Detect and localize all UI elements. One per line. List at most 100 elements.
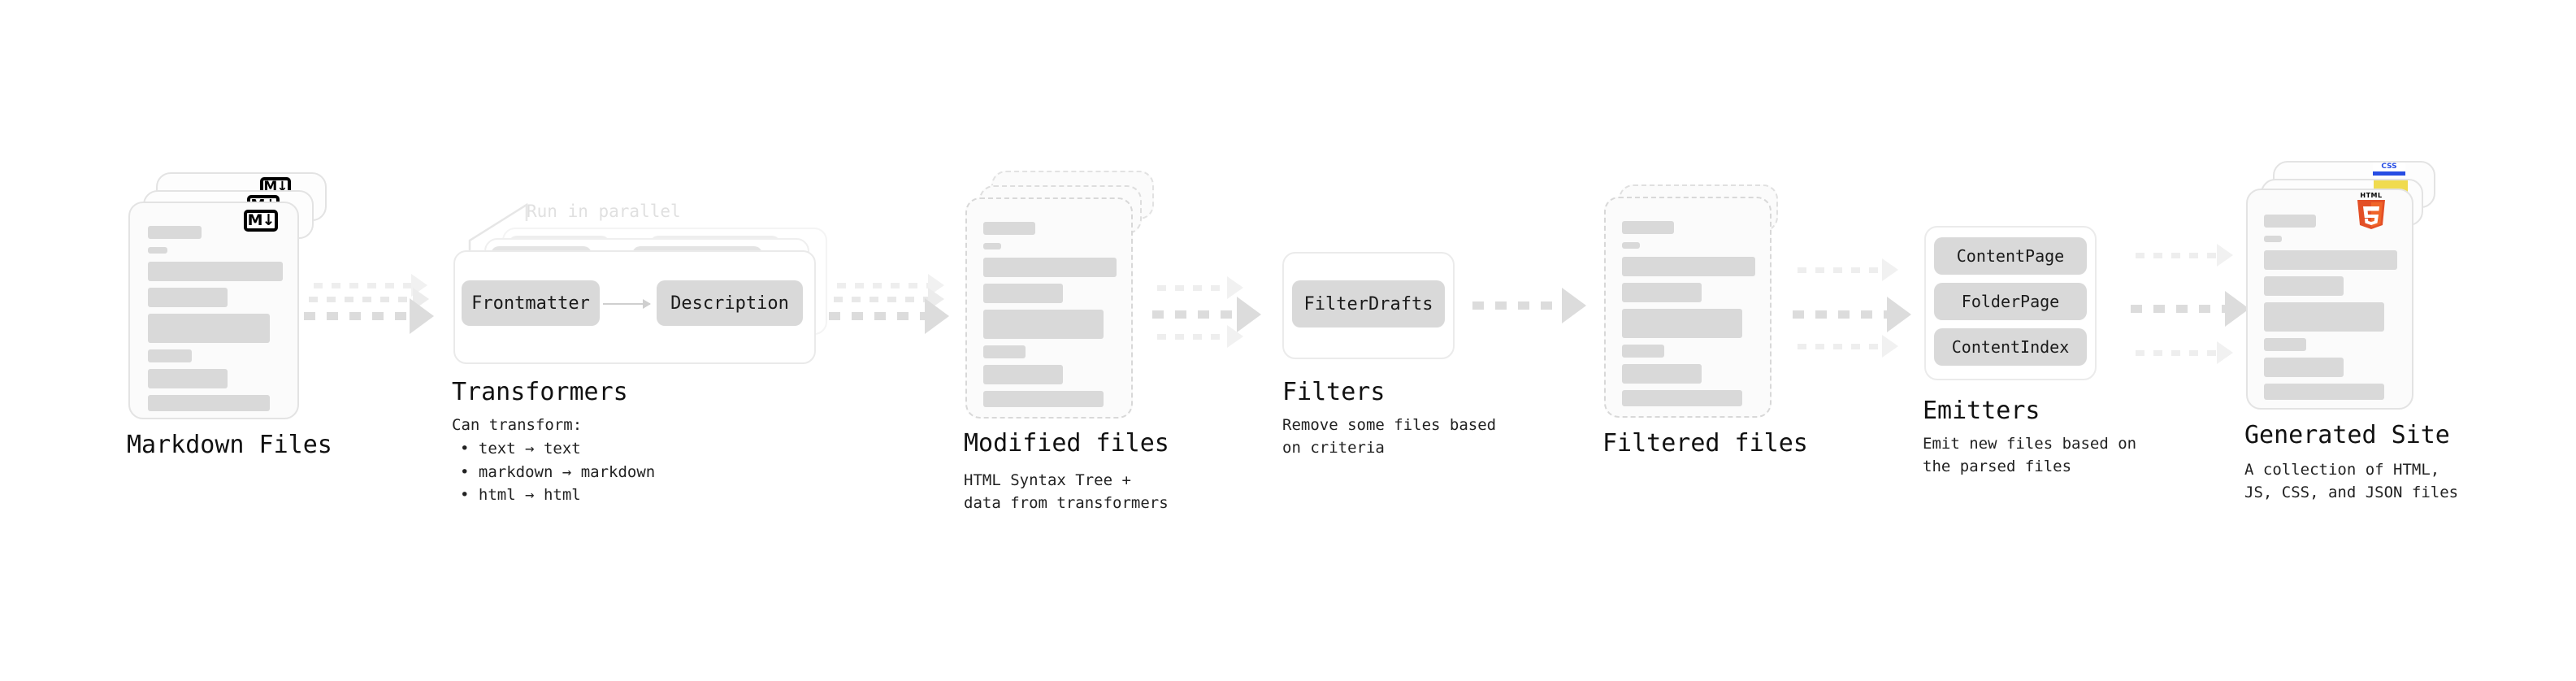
- arrow-head: [925, 298, 949, 334]
- arrow-dotted: [1798, 258, 1902, 281]
- emitter-node-contentindex[interactable]: ContentIndex: [1934, 328, 2087, 366]
- skeleton-line: [148, 369, 228, 388]
- skeleton-line: [2264, 338, 2306, 351]
- bullet-item: • markdown → markdown: [460, 462, 656, 481]
- arrow-head: [2217, 244, 2233, 267]
- stage-title-emitters: Emitters: [1923, 397, 2040, 425]
- skeleton-line: [2264, 250, 2397, 270]
- filtered-card-front: [1604, 197, 1772, 418]
- skeleton-line: [1622, 257, 1755, 276]
- markdown-card-front: [128, 202, 299, 419]
- transformer-node-label: Frontmatter: [471, 293, 590, 314]
- stage-title-transformers: Transformers: [452, 378, 628, 406]
- transformer-inner-arrow: [603, 299, 651, 309]
- skeleton-line: [983, 258, 1117, 277]
- arrow-dotted: [1157, 325, 1247, 348]
- arrow-dots: [829, 312, 925, 320]
- skeleton-line: [1622, 345, 1664, 358]
- emitter-node-label: FolderPage: [1961, 292, 2060, 311]
- arrow-dotted: [2136, 341, 2236, 364]
- emitter-node-label: ContentPage: [1956, 246, 2065, 266]
- skeleton-line: [1622, 309, 1742, 338]
- arrow-dots: [309, 296, 413, 302]
- run-in-parallel-bracket: [468, 202, 528, 258]
- skeleton-line: [148, 262, 283, 281]
- arrow-dotted: [829, 298, 954, 334]
- arrow-dots: [304, 312, 410, 320]
- stage-title-modified-files: Modified files: [964, 429, 1169, 458]
- run-in-parallel-note: Run in parallel: [527, 202, 681, 221]
- generated-card-front: [2246, 189, 2413, 410]
- arrow-dots: [837, 282, 928, 288]
- arrow-dots: [2136, 349, 2217, 356]
- arrow-dots: [1472, 301, 1562, 310]
- stage-title-generated-site: Generated Site: [2244, 421, 2450, 449]
- skeleton-subtitle: [148, 247, 167, 254]
- arrow-dotted: [1472, 288, 1591, 323]
- skeleton-line: [2264, 384, 2384, 400]
- skeleton-title: [148, 226, 202, 239]
- arrow-dots: [1152, 310, 1237, 319]
- html5-icon-label: HTML: [2360, 192, 2383, 199]
- arrow-head: [1887, 297, 1911, 332]
- skeleton-line: [1622, 364, 1702, 384]
- arrow-head: [1882, 335, 1898, 358]
- skeleton-line: [148, 395, 270, 411]
- stage-title-filtered-files: Filtered files: [1602, 429, 1808, 458]
- stage-description-transformers: Can transform:: [452, 416, 583, 434]
- modified-card-front: [965, 197, 1133, 419]
- emitter-node-label: ContentIndex: [1951, 337, 2070, 357]
- skeleton-line: [2264, 358, 2344, 377]
- filter-node-label: FilterDrafts: [1303, 293, 1433, 314]
- skeleton-subtitle: [1622, 242, 1640, 249]
- skeleton-line: [1622, 283, 1702, 302]
- arrow-dotted: [2131, 291, 2254, 327]
- skeleton-line: [983, 365, 1063, 384]
- markdown-icon: M↓: [244, 210, 278, 232]
- stage-description-generated-site: A collection of HTML, JS, CSS, and JSON …: [2244, 461, 2459, 501]
- skeleton-title: [1622, 221, 1674, 234]
- stage-title-markdown-files: Markdown Files: [127, 431, 332, 459]
- skeleton-subtitle: [983, 243, 1001, 249]
- filter-node-filterdrafts[interactable]: FilterDrafts: [1292, 280, 1445, 327]
- stage-description-modified-files: HTML Syntax Tree + data from transformer…: [964, 471, 1169, 512]
- skeleton-line: [983, 391, 1104, 407]
- skeleton-line: [983, 310, 1104, 339]
- arrow-dotted: [1798, 335, 1902, 358]
- stage-title-filters: Filters: [1282, 378, 1386, 406]
- skeleton-line: [148, 314, 270, 343]
- bullet-item: • html → html: [460, 486, 581, 504]
- arrow-dots: [1157, 284, 1227, 291]
- arrow-dots: [834, 296, 928, 302]
- transformer-node-frontmatter[interactable]: Frontmatter: [462, 280, 600, 326]
- arrow-dots: [314, 282, 411, 288]
- skeleton-line: [148, 288, 228, 307]
- arrow-head: [410, 298, 434, 334]
- arrow-head: [2225, 291, 2249, 327]
- transformer-node-description[interactable]: Description: [657, 280, 803, 326]
- css-icon: CSS: [2373, 163, 2405, 176]
- skeleton-line: [2264, 276, 2344, 296]
- skeleton-title: [2264, 215, 2316, 228]
- arrow-dotted: [2136, 244, 2236, 267]
- arrow-dots: [2131, 305, 2225, 313]
- arrow-dotted: [304, 298, 439, 334]
- arrow-head: [2217, 341, 2233, 364]
- stage-description-emitters: Emit new files based on the parsed files: [1923, 435, 2137, 475]
- skeleton-subtitle: [2264, 236, 2282, 242]
- emitter-node-folderpage[interactable]: FolderPage: [1934, 283, 2087, 320]
- arrow-dots: [1798, 343, 1882, 349]
- arrow-dotted: [1157, 276, 1247, 299]
- arrow-head: [1882, 258, 1898, 281]
- emitter-node-contentpage[interactable]: ContentPage: [1934, 237, 2087, 275]
- css-icon-label: CSS: [2381, 163, 2397, 171]
- arrow-dots: [1157, 333, 1227, 340]
- skeleton-line: [148, 349, 192, 362]
- arrow-dots: [1793, 310, 1887, 319]
- arrow-head: [1227, 276, 1243, 299]
- transformer-node-label: Description: [670, 293, 789, 314]
- skeleton-line: [2264, 302, 2384, 332]
- html5-shield-shape: [2357, 200, 2385, 229]
- transformers-bullet-list: • text → text • markdown → markdown • ht…: [460, 437, 655, 507]
